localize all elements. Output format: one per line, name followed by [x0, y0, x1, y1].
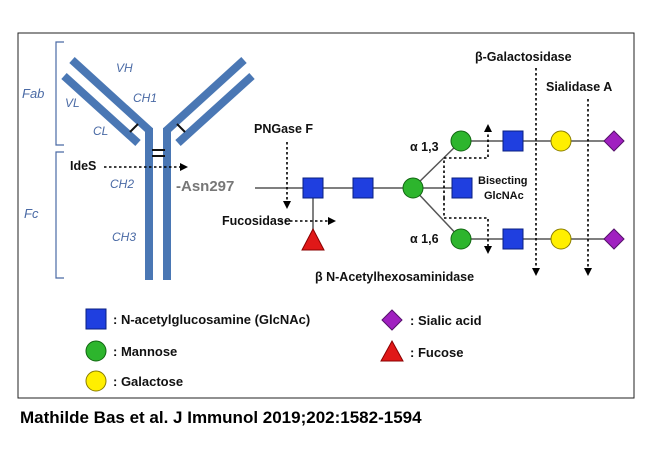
pngase-label: PNGase F [254, 122, 313, 136]
galactose-upper-circle [550, 130, 572, 152]
bisecting-label-line2: GlcNAc [484, 190, 524, 202]
legend-galactose-circle [85, 370, 107, 392]
fc-label: Fc [24, 206, 39, 221]
light-chain-right-arm [175, 73, 255, 146]
glcnac-upper-square [502, 130, 524, 152]
galactose-lower-circle [550, 228, 572, 250]
heavy-chain-right-arm [163, 57, 247, 134]
figure-frame [17, 32, 635, 399]
legend-mannose-label: : Mannose [113, 344, 177, 359]
legend-sialic-diamond [381, 309, 403, 331]
legend-mannose-circle [85, 340, 107, 362]
vh-label: VH [116, 61, 133, 75]
heavy-chain-left-arm [69, 57, 153, 134]
legend-sialic-label: : Sialic acid [410, 313, 482, 328]
alpha16-label: α 1,6 [410, 232, 439, 246]
mannose-core-circle [402, 177, 424, 199]
mannose-a16-circle [450, 228, 472, 250]
ides-label: IdeS [70, 159, 96, 173]
legend-glcnac-label: : N-acetylglucosamine (GlcNAc) [113, 312, 310, 327]
hexosaminidase-label: β N-Acetylhexosaminidase [315, 270, 474, 284]
legend-galactose-label: : Galactose [113, 374, 183, 389]
ch2-label: CH2 [110, 177, 134, 191]
galactosidase-label: β-Galactosidase [475, 50, 572, 64]
fab-label: Fab [22, 86, 44, 101]
glcnac-square-2 [352, 177, 374, 199]
legend: : N-acetylglucosamine (GlcNAc) : Mannose… [85, 308, 482, 392]
hexosaminidase-lower-path [443, 198, 492, 254]
hexosaminidase-upper-path [443, 124, 492, 198]
vl-label: VL [65, 96, 80, 110]
asn297-label: -Asn297 [176, 178, 234, 195]
fc-bracket [55, 151, 64, 279]
cl-label: CL [93, 124, 108, 138]
sialic-lower-diamond [603, 228, 625, 250]
fab-bracket [55, 41, 64, 146]
disulfide-bonds [129, 123, 186, 157]
antibody [61, 57, 255, 280]
legend-fucose-triangle [380, 339, 404, 362]
glcnac-lower-square [502, 228, 524, 250]
citation: Mathilde Bas et al. J Immunol 2019;202:1… [20, 408, 422, 427]
sialidase-label: Sialidase A [546, 80, 612, 94]
legend-glcnac-square [85, 308, 107, 330]
legend-fucose-label: : Fucose [410, 345, 463, 360]
fucose-triangle [301, 227, 325, 251]
fucosidase-label: Fucosidase [222, 214, 291, 228]
bisecting-label-line1: Bisecting [478, 175, 528, 187]
sialic-upper-diamond [603, 130, 625, 152]
ch3-label: CH3 [112, 230, 136, 244]
light-chain-left-arm [61, 73, 141, 146]
alpha13-label: α 1,3 [410, 140, 439, 154]
glcnac-square-1 [302, 177, 324, 199]
ch1-label: CH1 [133, 91, 157, 105]
bisecting-glcnac-square [451, 177, 473, 199]
mannose-a13-circle [450, 130, 472, 152]
